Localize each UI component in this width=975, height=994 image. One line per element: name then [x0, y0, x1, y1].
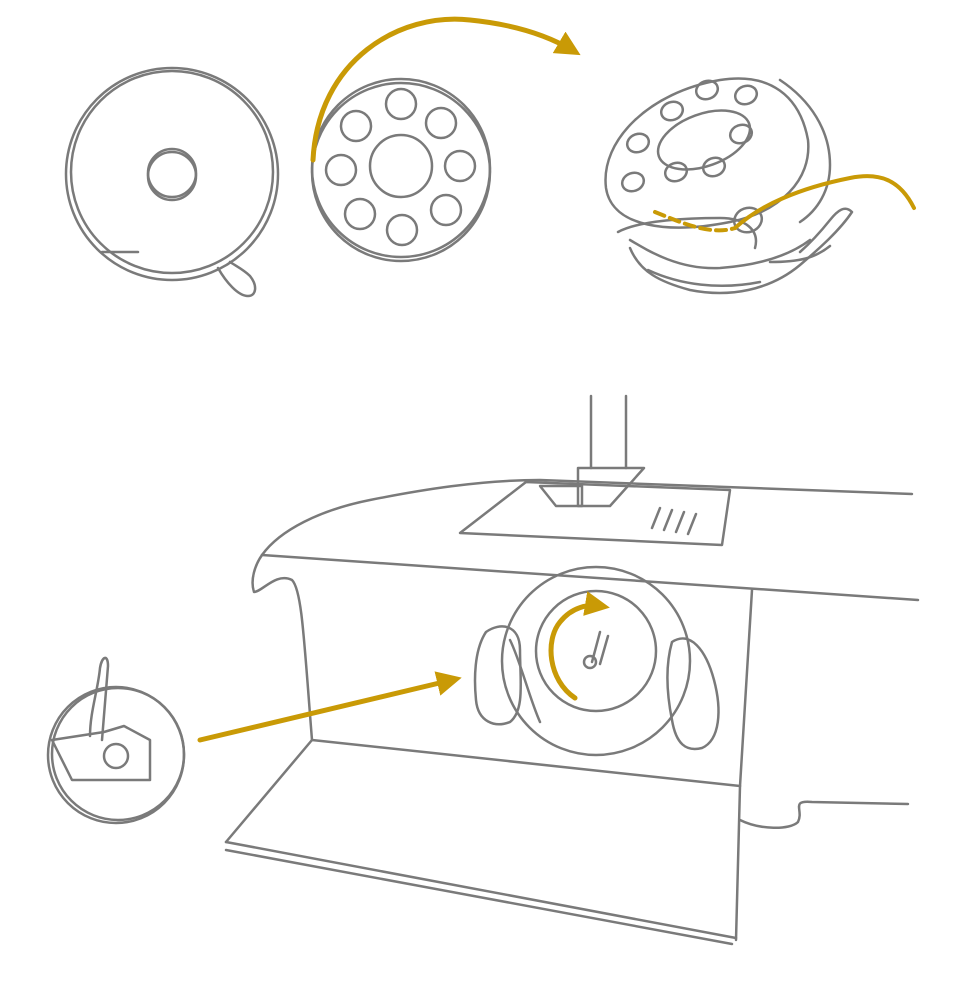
sewing-machine-icon: [224, 394, 920, 946]
thread-tail: [733, 174, 916, 230]
bobbin-case-icon: [64, 66, 280, 298]
bobbin-icon: [310, 77, 492, 263]
bobbin-threading-icon: [604, 77, 854, 295]
thread-direction-arrow: [310, 16, 581, 163]
thread-hidden-dashed: [653, 210, 737, 233]
rotation-arrow: [548, 591, 610, 701]
insert-direction-arrow: [197, 671, 462, 743]
bobbin-case-latch-icon: [46, 656, 186, 825]
